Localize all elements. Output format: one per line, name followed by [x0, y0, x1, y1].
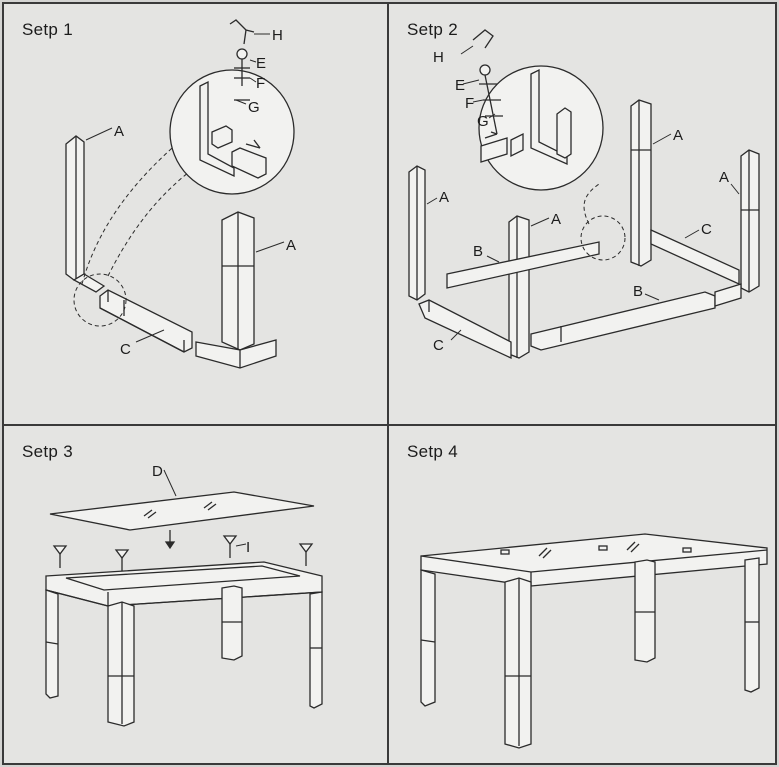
step-1-panel: Setp 1	[2, 2, 389, 426]
label-a-left: A	[439, 189, 449, 206]
detail-circle-small	[580, 215, 626, 261]
leg-front	[508, 215, 530, 359]
label-e: E	[455, 77, 465, 94]
leg-back-right	[630, 99, 652, 267]
step-3-title: Setp 3	[22, 442, 73, 461]
step-1-title: Setp 1	[22, 20, 73, 39]
step-2-panel: Setp 2	[387, 2, 777, 426]
label-a-upper-right: A	[673, 127, 683, 144]
leg-a-right	[195, 211, 277, 369]
label-g: G	[248, 99, 260, 116]
leg-a-left	[65, 135, 106, 293]
step-4-panel: Setp 4	[387, 424, 777, 765]
label-c-right: C	[701, 221, 712, 238]
step-4-title: Setp 4	[407, 442, 458, 461]
detail-circle-small	[73, 273, 127, 327]
step-4-drawing	[420, 533, 768, 749]
table-frame	[45, 561, 323, 607]
label-c: C	[120, 341, 131, 358]
label-c-front: C	[433, 337, 444, 354]
suction-cups	[52, 535, 314, 572]
step-1-drawing: A A C H E F G	[65, 19, 296, 369]
assembled-table	[420, 533, 768, 749]
step-2-drawing: H E F G A A A A B B C	[408, 29, 760, 360]
step-2-title: Setp 2	[407, 20, 458, 39]
label-h: H	[272, 27, 283, 44]
glass-top-d	[49, 491, 315, 531]
step-3-drawing: D I	[45, 463, 323, 727]
leg-back-left	[408, 165, 426, 301]
hardware-stack	[472, 29, 503, 135]
label-a-far-right: A	[719, 169, 729, 186]
label-f: F	[465, 95, 474, 112]
label-h: H	[433, 49, 444, 66]
label-e: E	[256, 55, 266, 72]
label-d: D	[152, 463, 163, 480]
label-g: G	[477, 113, 489, 130]
rail-b-back	[446, 241, 600, 289]
rail-c-front	[418, 299, 512, 360]
step-2-labels: H E F G A A A A B B C	[426, 45, 740, 354]
label-i: I	[246, 539, 250, 556]
rail-b-front	[530, 291, 716, 351]
label-f: F	[256, 75, 265, 92]
step-3-panel: Setp 3 D I	[2, 424, 389, 765]
table-legs	[45, 585, 323, 727]
rail-c-right	[650, 228, 740, 286]
hardware-stack	[229, 19, 255, 101]
leg-far-right	[740, 149, 760, 293]
step-1-labels: A A C H E F G	[85, 27, 296, 358]
label-b-back: B	[473, 243, 483, 260]
detail-circle-large	[478, 65, 604, 191]
side-rail-c	[99, 289, 193, 353]
label-a-front: A	[551, 211, 561, 228]
label-a1: A	[114, 123, 124, 140]
detail-circle-large	[169, 69, 295, 195]
label-b-front: B	[633, 283, 643, 300]
label-a2: A	[286, 237, 296, 254]
